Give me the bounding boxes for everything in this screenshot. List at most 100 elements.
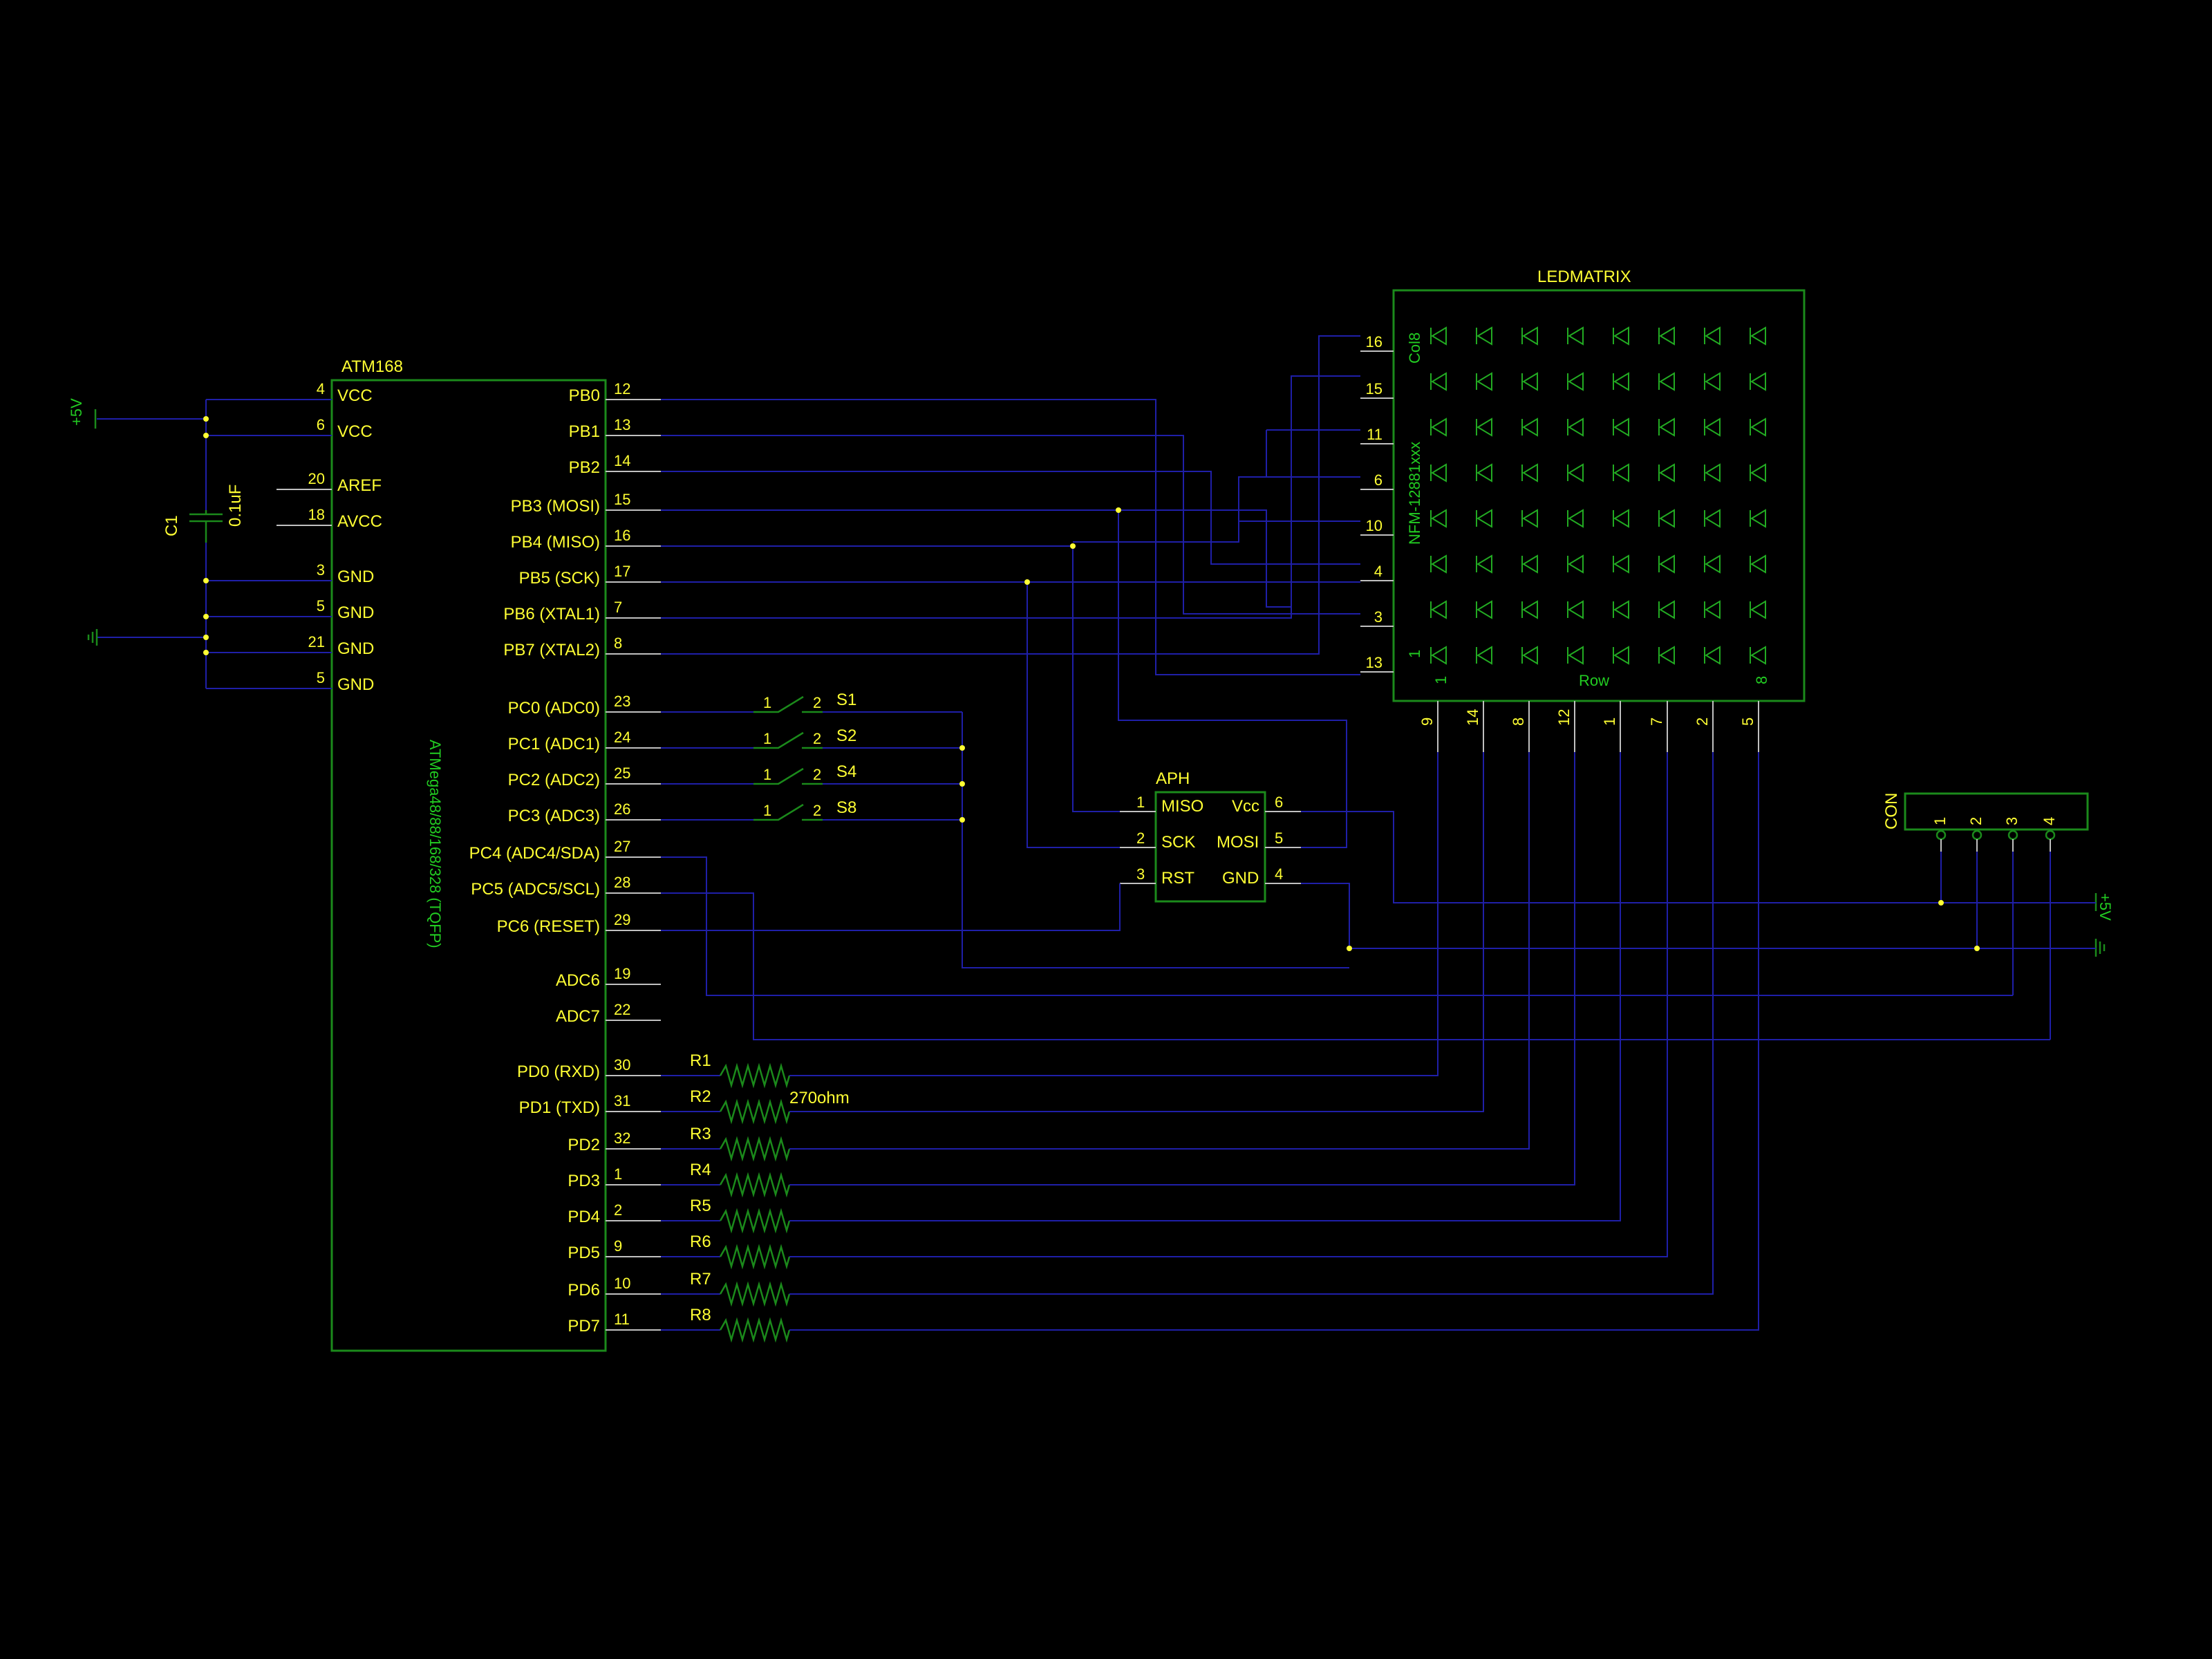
mcu-pin-num: 21 — [308, 633, 325, 650]
capacitor-name: C1 — [162, 515, 181, 536]
matrix-corner-label: 8 — [1753, 676, 1770, 684]
mcu-pin-label: PD4 — [568, 1208, 600, 1226]
mcu-pin-label: VCC — [337, 422, 373, 441]
mcu-pin-num: 31 — [614, 1092, 630, 1109]
isp-header: APH 1 MISO 2 SCK 3 RST 6 Vcc 5 MOSI 4 GN… — [1120, 769, 1301, 903]
matrix-body — [1392, 289, 1806, 702]
led-diode — [1750, 600, 1766, 619]
led-diode — [1521, 418, 1538, 437]
switch-pin-num: 1 — [763, 802, 771, 819]
mcu-value: ATMega48/88/168/328 (TQFP) — [427, 740, 444, 948]
led-diode — [1750, 372, 1766, 391]
led-diode — [1521, 646, 1538, 665]
mcu-pin-label: PC6 (RESET) — [497, 917, 600, 936]
matrix-pin-num: 16 — [1366, 333, 1382, 350]
led-diode — [1704, 509, 1721, 528]
led-diode — [1658, 600, 1675, 619]
led-diode — [1704, 600, 1721, 619]
matrix-value: NFM-12881xxx — [1406, 442, 1423, 545]
isp-pin-label: SCK — [1161, 833, 1195, 852]
matrix-pin-num: 6 — [1374, 471, 1382, 489]
matrix-pin-num: 12 — [1555, 709, 1573, 726]
matrix-pin-num: 8 — [1510, 718, 1527, 726]
resistor: R5 — [661, 1197, 791, 1234]
mcu-pin-num: 25 — [614, 765, 630, 782]
mcu-pin-label: PB6 (XTAL1) — [503, 605, 600, 624]
isp-name: APH — [1156, 769, 1190, 788]
resistor-zigzag — [719, 1208, 791, 1234]
connector-name: CON — [1882, 793, 1901, 830]
resistor-name: R6 — [690, 1232, 711, 1251]
led-diode — [1567, 326, 1584, 346]
mcu-pin-label: AREF — [337, 476, 382, 495]
resistor: R7 — [661, 1270, 791, 1307]
right-power-symbols: +5V — [2094, 893, 2114, 957]
matrix-corner-label: 1 — [1432, 676, 1450, 684]
resistor-zigzag — [719, 1244, 791, 1270]
resistor-zigzag — [719, 1062, 791, 1089]
led-diode — [1613, 463, 1629, 482]
resistor-name: R4 — [690, 1161, 711, 1179]
led-diode — [1704, 418, 1721, 437]
led-diode — [1521, 554, 1538, 574]
mcu-pin-num: 16 — [614, 527, 630, 544]
switch-name: S1 — [836, 691, 856, 709]
led-grid — [1430, 326, 1766, 665]
mcu-pin-label: ADC7 — [556, 1007, 600, 1026]
matrix-pin-num: 7 — [1648, 718, 1665, 726]
led-diode — [1750, 554, 1766, 574]
isp-pin-num: 4 — [1275, 865, 1283, 883]
led-diode — [1658, 554, 1675, 574]
matrix-pin-num: 2 — [1694, 718, 1711, 726]
led-diode — [1430, 646, 1447, 665]
led-diode — [1430, 463, 1447, 482]
switch-pin-num: 2 — [813, 730, 821, 747]
led-diode — [1476, 600, 1492, 619]
led-diode — [1613, 554, 1629, 574]
led-diode — [1567, 646, 1584, 665]
mcu-pin-num: 26 — [614, 800, 630, 818]
led-diode — [1613, 509, 1629, 528]
connector-pin-num: 2 — [1967, 817, 1985, 825]
mcu-pin-num: 27 — [614, 838, 630, 855]
connector-pin-num: 4 — [2041, 817, 2058, 825]
resistor: R3 — [661, 1125, 791, 1162]
mcu-pin-label: PB4 (MISO) — [511, 533, 600, 552]
matrix-pin-num: 10 — [1366, 517, 1382, 534]
led-diode — [1430, 326, 1447, 346]
mcu-pin-label: PB7 (XTAL2) — [503, 641, 600, 659]
led-diode — [1658, 326, 1675, 346]
mcu-pin-label: VCC — [337, 386, 373, 405]
matrix-pin-num: 1 — [1601, 718, 1618, 726]
vcc-label: +5V — [68, 398, 85, 426]
mcu-pin-num: 11 — [614, 1311, 630, 1328]
mcu-pin-num: 24 — [614, 729, 630, 746]
mcu-pin-label: GND — [337, 639, 374, 658]
led-diode — [1476, 554, 1492, 574]
led-diode — [1704, 554, 1721, 574]
mcu-pin-label: PD7 — [568, 1317, 600, 1335]
switch-contact — [753, 803, 823, 821]
switch-name: S8 — [836, 798, 856, 817]
mcu-pin-label: PD5 — [568, 1244, 600, 1262]
mcu-pin-label: AVCC — [337, 512, 382, 531]
mcu-pin-num: 18 — [308, 506, 325, 523]
led-diode — [1521, 600, 1538, 619]
mcu-pin-label: PD3 — [568, 1172, 600, 1190]
led-diode — [1521, 463, 1538, 482]
mcu-pin-label: PC5 (ADC5/SCL) — [471, 880, 600, 899]
led-diode — [1658, 372, 1675, 391]
resistor-name: R8 — [690, 1306, 711, 1324]
matrix-pin-num: 11 — [1367, 426, 1382, 443]
mcu-pin-num: 14 — [614, 452, 630, 469]
mcu-part: ATM168 ATMega48/88/168/328 (TQFP) — [330, 357, 607, 1352]
connector-con: CON — [1882, 792, 2089, 831]
mcu-body — [330, 379, 607, 1352]
resistor: R8 — [661, 1306, 791, 1343]
